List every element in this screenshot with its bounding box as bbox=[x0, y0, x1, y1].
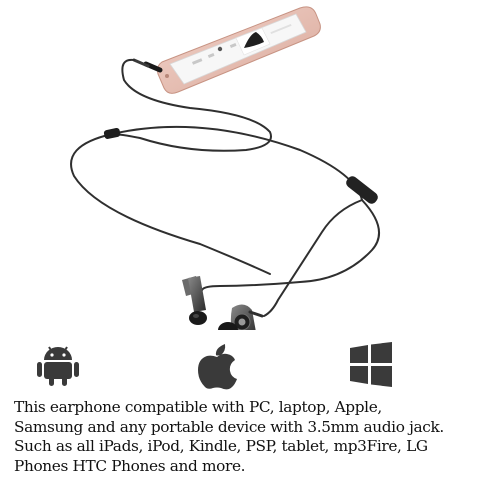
earbud-right bbox=[218, 304, 264, 330]
windows-icon bbox=[350, 342, 392, 387]
compatibility-description: This earphone compatible with PC, laptop… bbox=[14, 398, 494, 476]
android-icon bbox=[37, 346, 79, 386]
caption-line: Phones HTC Phones and more. bbox=[14, 456, 246, 475]
earphone-cable bbox=[70, 58, 381, 317]
caption-line: Such as all iPads, iPod, Kindle, PSP, ta… bbox=[14, 437, 428, 455]
smartphone bbox=[157, 6, 321, 94]
cable-splitter bbox=[103, 127, 121, 139]
apple-icon bbox=[198, 344, 237, 390]
compatibility-icons bbox=[0, 342, 500, 394]
product-illustration bbox=[70, 6, 381, 330]
caption-line: This earphone compatible with PC, laptop… bbox=[14, 398, 382, 416]
earbud-left bbox=[182, 276, 207, 325]
inline-remote bbox=[346, 176, 378, 204]
caption-line: Samsung and any portable device with 3.5… bbox=[14, 417, 444, 436]
audio-jack-plug bbox=[132, 58, 163, 73]
album-art bbox=[235, 27, 271, 56]
